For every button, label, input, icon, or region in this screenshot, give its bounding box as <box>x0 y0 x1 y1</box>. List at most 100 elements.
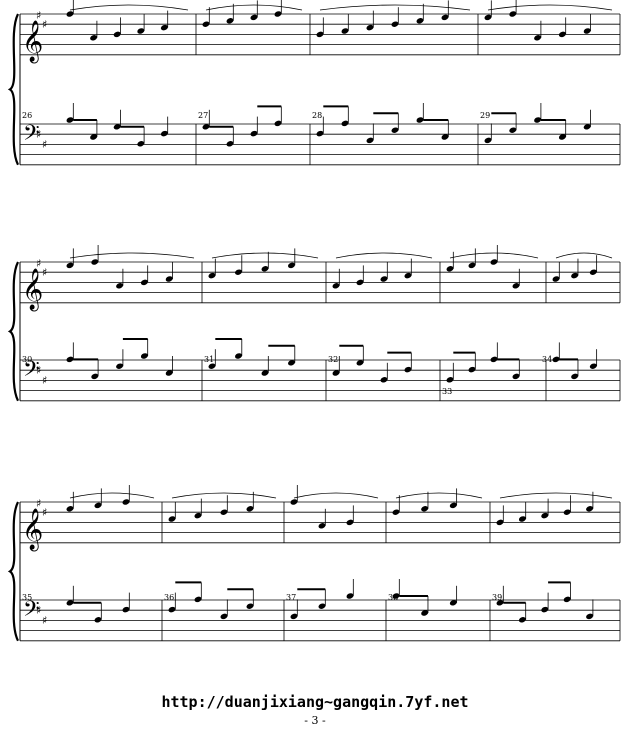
note-head <box>391 127 399 133</box>
slur <box>319 4 471 11</box>
note-head <box>541 512 549 519</box>
note-head <box>341 120 349 127</box>
slur <box>69 492 155 499</box>
note-head <box>346 519 354 526</box>
note-head <box>496 519 504 526</box>
sharp-icon: ♯ <box>36 497 41 510</box>
bass-clef-icon: 𝄢 <box>23 597 40 627</box>
note-head <box>137 28 145 34</box>
measure-number: 35 <box>22 593 32 602</box>
note-head <box>518 617 526 623</box>
bass-staff <box>20 359 620 402</box>
sharp-icon: ♯ <box>36 604 41 617</box>
brace-icon <box>7 261 20 402</box>
sharp-icon: ♯ <box>42 266 47 279</box>
note-head <box>332 283 340 289</box>
page-number: - 3 - <box>304 714 326 727</box>
note-head <box>274 120 282 127</box>
footer-url: http://duanjixiang~gangqin.7yf.net <box>161 693 469 711</box>
note-head <box>416 18 424 24</box>
note-head <box>449 600 457 606</box>
note-head <box>250 130 258 137</box>
measure-number: 30 <box>22 355 32 364</box>
note-head <box>404 272 412 279</box>
slur <box>487 4 613 11</box>
note-head <box>235 269 242 275</box>
sharp-icon: ♯ <box>42 614 47 627</box>
note-head <box>91 259 99 265</box>
note-head <box>235 353 242 359</box>
note-head <box>140 353 148 359</box>
note-head <box>318 603 326 609</box>
sharp-icon: ♯ <box>36 9 41 22</box>
note-head <box>220 509 228 515</box>
measure-number: 28 <box>312 111 322 120</box>
note-head <box>589 363 597 369</box>
note-head <box>202 21 210 27</box>
note-head <box>194 512 202 519</box>
note-head <box>66 506 74 512</box>
note-head <box>226 141 234 147</box>
note-head <box>404 366 412 373</box>
measure-number: 31 <box>204 355 214 364</box>
note-head <box>512 283 520 289</box>
system-3: 𝄞𝄢♯♯♯♯ <box>7 497 621 642</box>
note-head <box>586 613 594 620</box>
measure-number: 34 <box>542 355 552 364</box>
note-head <box>421 610 429 616</box>
note-head <box>288 262 295 269</box>
note-head <box>589 269 597 275</box>
note-head <box>552 276 560 282</box>
slur <box>449 252 539 259</box>
note-head <box>160 130 168 137</box>
measure-number: 29 <box>480 111 490 120</box>
note-head <box>208 272 216 279</box>
note-head <box>571 272 579 279</box>
note-head <box>341 28 349 34</box>
slur <box>555 252 613 259</box>
slur <box>499 492 613 499</box>
note-head <box>116 363 124 369</box>
measure-number: 33 <box>442 387 452 396</box>
measure-number: 37 <box>286 593 296 602</box>
bass-staff <box>20 123 620 166</box>
note-head <box>168 606 176 613</box>
measure-number: 39 <box>492 593 502 602</box>
slur <box>171 492 277 499</box>
note-head <box>160 24 168 31</box>
note-head <box>490 259 498 265</box>
note-head <box>290 499 298 505</box>
note-head <box>208 363 216 369</box>
note-head <box>90 134 98 140</box>
note-head <box>534 117 542 123</box>
note-head <box>140 279 148 286</box>
note-head <box>274 11 282 17</box>
note-head <box>113 124 121 130</box>
note-head <box>66 356 74 363</box>
note-head <box>250 14 258 21</box>
note-head <box>356 279 364 286</box>
note-head <box>586 506 594 512</box>
note-head <box>122 499 130 505</box>
sharp-icon: ♯ <box>42 18 47 31</box>
note-head <box>446 377 454 383</box>
note-head <box>346 593 354 599</box>
sharp-icon: ♯ <box>42 374 47 387</box>
note-head <box>558 134 566 140</box>
note-head <box>316 31 324 38</box>
note-head <box>518 516 526 522</box>
note-head <box>137 141 145 147</box>
bass-clef-icon: 𝄢 <box>23 357 40 387</box>
note-head <box>534 35 542 41</box>
note-head <box>366 24 374 31</box>
note-head <box>392 593 400 599</box>
note-head <box>449 502 457 509</box>
note-head <box>441 134 449 140</box>
note-head <box>66 262 74 269</box>
note-head <box>202 124 210 130</box>
system-1: 𝄞𝄢♯♯♯♯ <box>7 9 621 166</box>
sharp-icon: ♯ <box>36 128 41 141</box>
note-head <box>416 117 424 123</box>
slur <box>335 252 433 259</box>
